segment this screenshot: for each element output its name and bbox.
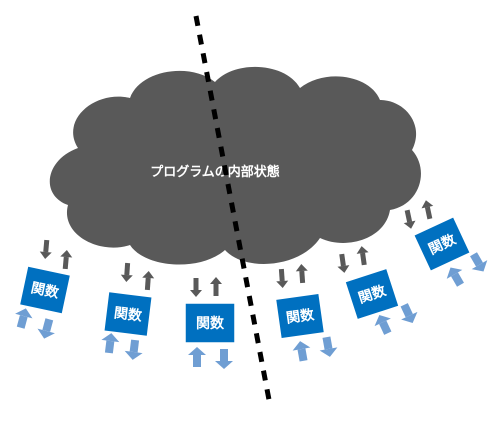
arrow-up-icon bbox=[371, 311, 396, 337]
arrow-up-icon bbox=[295, 263, 309, 284]
arrow-up-icon bbox=[59, 249, 73, 270]
arrow-down-icon bbox=[215, 349, 233, 369]
arrow-down-icon bbox=[335, 253, 351, 274]
function-box-label: 関数 bbox=[29, 279, 61, 302]
arrow-up-icon bbox=[420, 198, 436, 221]
internal-state-cloud: プログラムの内部状態 bbox=[49, 66, 421, 265]
function-unit-5: 関数 bbox=[335, 245, 421, 337]
function-box bbox=[274, 292, 326, 340]
arrow-up-icon bbox=[291, 339, 313, 363]
arrow-down-icon bbox=[317, 335, 339, 359]
function-box-label: 関数 bbox=[113, 304, 144, 324]
arrow-up-icon bbox=[442, 262, 469, 290]
function-unit-1: 関数 bbox=[11, 239, 73, 341]
arrow-down-icon bbox=[123, 338, 145, 362]
arrow-up-icon bbox=[355, 245, 371, 266]
function-box bbox=[412, 215, 472, 273]
function-box bbox=[184, 302, 236, 344]
function-unit-3: 関数 bbox=[184, 277, 236, 369]
arrow-down-icon bbox=[120, 262, 134, 283]
cloud-label: プログラムの内部状態 bbox=[150, 164, 280, 180]
function-box bbox=[102, 290, 154, 338]
arrow-down-icon bbox=[396, 301, 421, 327]
function-box-label: 関数 bbox=[196, 315, 225, 332]
arrow-up-icon bbox=[210, 277, 222, 296]
arrow-down-icon bbox=[35, 316, 59, 341]
arrow-down-icon bbox=[39, 239, 53, 260]
arrow-up-icon bbox=[11, 306, 35, 331]
function-box bbox=[18, 264, 72, 316]
function-unit-2: 関数 bbox=[99, 262, 155, 362]
arrow-up-icon bbox=[188, 347, 206, 367]
function-unit-4: 関数 bbox=[274, 263, 339, 363]
divider-line bbox=[193, 15, 273, 406]
function-box bbox=[343, 267, 401, 321]
function-box-label: 関数 bbox=[285, 306, 316, 327]
function-unit-6: 関数 bbox=[401, 198, 492, 290]
arrow-down-icon bbox=[275, 268, 289, 289]
arrow-down-icon bbox=[190, 278, 202, 297]
arrow-up-icon bbox=[99, 331, 121, 355]
arrow-down-icon bbox=[401, 208, 417, 231]
arrow-up-icon bbox=[141, 270, 155, 291]
